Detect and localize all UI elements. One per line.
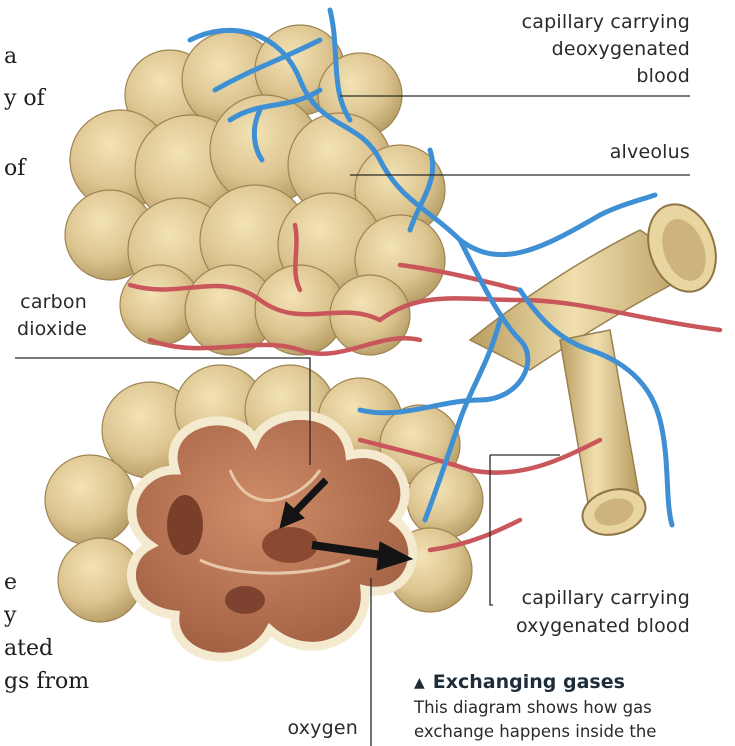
bronchiole: [470, 195, 727, 542]
leader-oxygenated-vertical: [490, 455, 493, 605]
label-oxygenated-line-1: capillary carrying: [522, 586, 690, 611]
caption-title: ▲ Exchanging gases: [414, 671, 625, 693]
label-oxygenated-line-2: oxygenated blood: [516, 614, 690, 639]
caption-title-text: Exchanging gases: [433, 671, 625, 693]
upper-alveolar-cluster: [65, 25, 445, 355]
left-text-bottom-line-1: e: [4, 566, 17, 599]
label-deoxygenated-line-1: capillary carrying: [522, 10, 690, 35]
label-alveolus: alveolus: [610, 140, 690, 165]
caption-body-line-1: This diagram shows how gas: [414, 696, 714, 720]
label-oxygen: oxygen: [287, 716, 358, 741]
label-carbon-dioxide-line-1: carbon: [20, 290, 87, 315]
left-text-top-line-2: y of: [4, 82, 45, 115]
left-text-bottom-line-2: y: [4, 599, 16, 632]
caption-body: This diagram shows how gas exchange happ…: [414, 696, 714, 744]
left-text-bottom-line-3: ated: [4, 632, 53, 665]
left-text-top-line-1: a: [4, 40, 17, 73]
label-deoxygenated-line-3: blood: [636, 64, 690, 89]
label-deoxygenated-line-2: deoxygenated: [552, 37, 690, 62]
caption-body-line-2: exchange happens inside the: [414, 720, 714, 744]
left-text-bottom-line-4: gs from: [4, 665, 89, 698]
label-carbon-dioxide-line-2: dioxide: [17, 317, 87, 342]
left-text-top-line-4: of: [4, 152, 25, 185]
triangle-up-icon: ▲: [414, 675, 425, 691]
